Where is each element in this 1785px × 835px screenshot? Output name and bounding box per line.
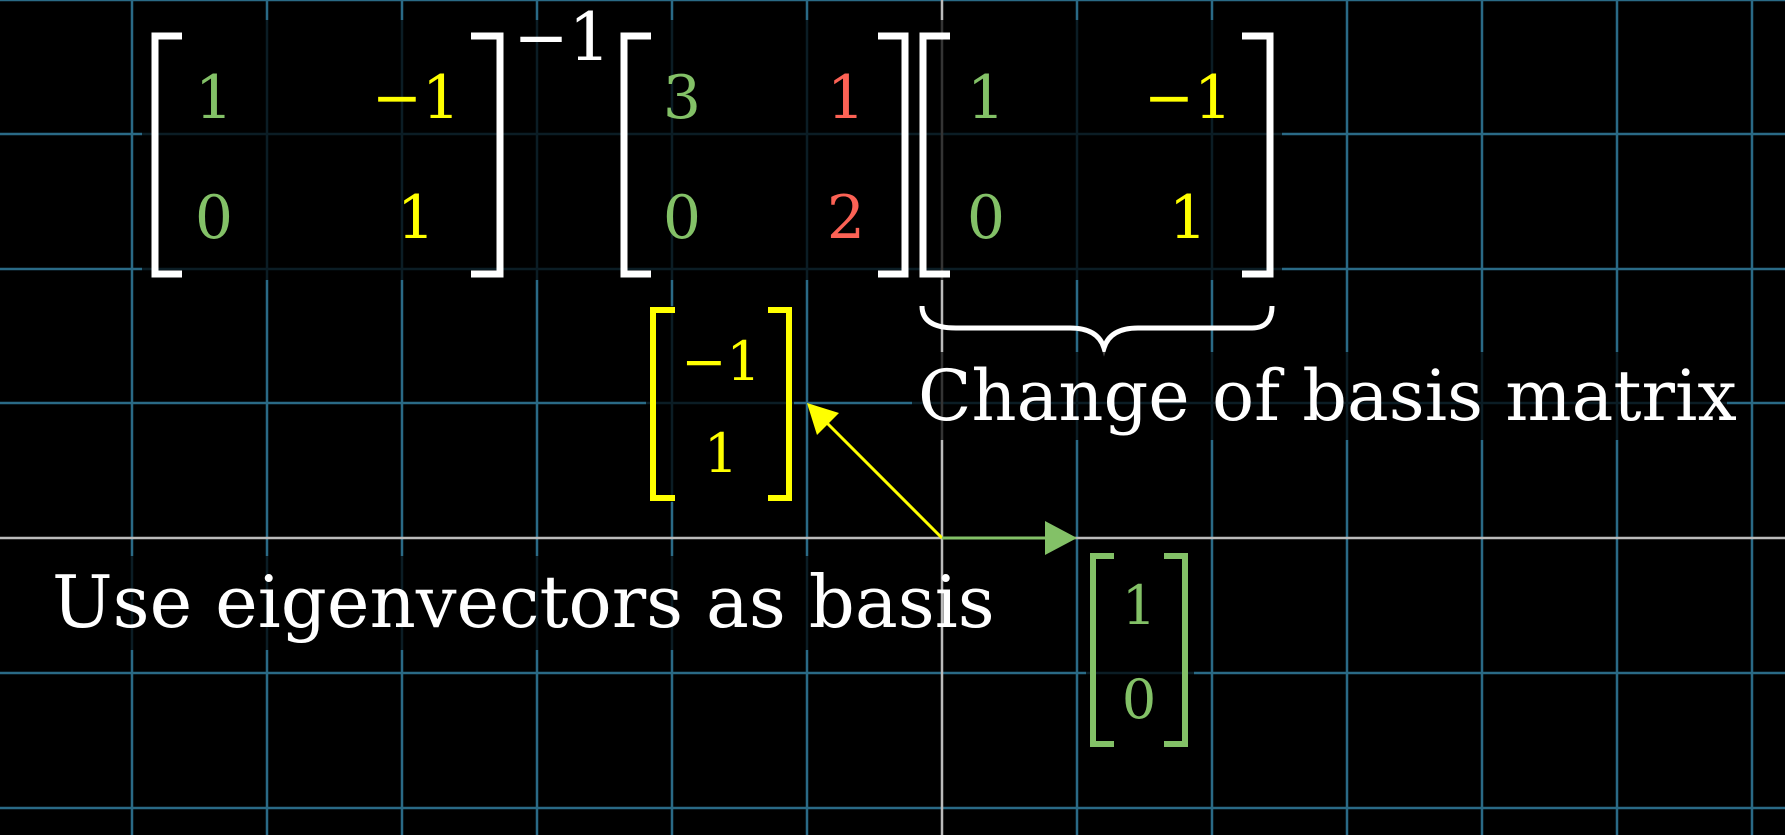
- right-bracket: [471, 32, 504, 278]
- green-vector-label: 1 0: [1086, 550, 1194, 750]
- yellow-vector-label: −1 1: [646, 306, 794, 502]
- right-bracket: [1242, 32, 1274, 278]
- matrix-entry: 1: [1169, 183, 1207, 253]
- left-bracket: [620, 32, 651, 278]
- matrix-entry: 1: [397, 183, 435, 253]
- left-bracket: [919, 32, 950, 278]
- vector-component: −1: [681, 330, 761, 393]
- left-bracket: [1090, 553, 1114, 747]
- vector-component: 1: [704, 422, 738, 485]
- change-of-basis-matrix: 1 −1 0 1: [919, 32, 1274, 278]
- underbrace: [919, 305, 1275, 357]
- use-eigenvectors-label: Use eigenvectors as basis: [52, 560, 995, 644]
- green-arrowhead-icon: [1045, 521, 1077, 555]
- label-backdrop: [912, 352, 1727, 440]
- matrix-entry: 1: [195, 63, 233, 133]
- matrix-entry: 3: [663, 63, 701, 133]
- matrix-entry: 1: [967, 63, 1005, 133]
- matrix-entry: 0: [195, 183, 233, 253]
- vector-component: 1: [1122, 574, 1156, 637]
- matrix-entry: 0: [967, 183, 1005, 253]
- left-bracket: [650, 307, 675, 501]
- label-backdrop: [44, 556, 922, 650]
- left-bracket: [151, 32, 182, 278]
- yellow-eigenvector-line: [824, 420, 944, 540]
- transformation-matrix: 3 1 0 2: [620, 32, 909, 278]
- vector-backdrop: [1086, 550, 1194, 750]
- right-bracket: [878, 32, 909, 278]
- eigenvector-arrows: [807, 403, 1077, 555]
- right-bracket: [1164, 553, 1188, 747]
- inverse-matrix: 1 −1 0 1: [151, 32, 504, 278]
- equation-backdrop: [142, 20, 1282, 280]
- yellow-arrowhead-icon: [807, 403, 839, 435]
- matrix-entry: 0: [663, 183, 701, 253]
- vector-component: 0: [1122, 668, 1156, 731]
- matrix-entry: −1: [1144, 63, 1232, 133]
- change-of-basis-label: Change of basis matrix: [918, 355, 1737, 437]
- matrix-entry: −1: [372, 63, 460, 133]
- matrix-entry: 2: [827, 183, 865, 253]
- inverse-exponent: −1: [513, 0, 610, 76]
- right-bracket: [768, 307, 792, 501]
- vector-backdrop: [646, 306, 794, 502]
- matrix-entry: 1: [827, 63, 865, 133]
